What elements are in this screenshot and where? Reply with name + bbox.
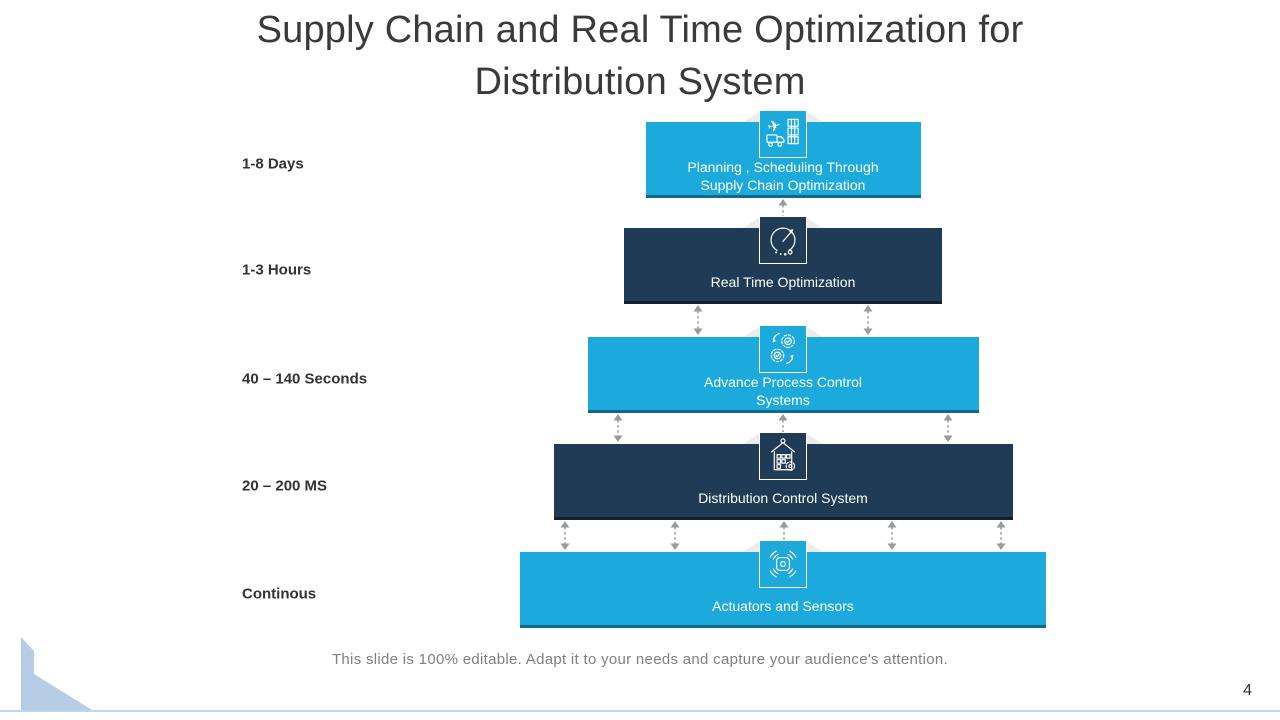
box-label-line: Distribution Control System — [698, 489, 868, 506]
double-arrow-icon — [996, 521, 1006, 550]
box-label-real-time-optimization: Real Time Optimization — [624, 273, 942, 291]
box-label-line: Advance Process Control — [704, 373, 862, 390]
page-number: 4 — [1243, 682, 1252, 699]
time-label-distribution-control-system: 20 – 200 MS — [242, 477, 328, 495]
flow-arrow — [886, 521, 898, 555]
flow-arrow — [862, 305, 874, 340]
time-label-planning: 1-8 Days — [242, 155, 304, 173]
flow-arrow — [612, 414, 624, 447]
slide-title-line-2: Distribution System — [474, 61, 806, 103]
peak-decoration — [743, 434, 759, 444]
flow-arrow — [942, 414, 954, 447]
logistics-icon: ✈ — [759, 110, 807, 158]
peak-decoration — [807, 327, 823, 337]
box-label-distribution-control-system: Distribution Control System — [554, 489, 1013, 507]
double-arrow-icon — [613, 414, 623, 442]
double-arrow-icon — [693, 305, 703, 335]
corner-decoration — [21, 637, 92, 710]
flow-arrow — [559, 521, 571, 555]
flow-arrow — [692, 305, 704, 340]
double-arrow-icon — [670, 521, 680, 550]
corner-shape — [21, 637, 92, 710]
peak-decoration — [743, 327, 759, 337]
box-label-line: Supply Chain Optimization — [700, 176, 866, 193]
box-label-actuators-sensors: Actuators and Sensors — [520, 597, 1046, 615]
peak-decoration — [807, 112, 823, 122]
double-arrow-icon — [863, 305, 873, 335]
peak-decoration — [807, 218, 823, 228]
gauge-icon — [759, 216, 807, 264]
peak-decoration — [807, 542, 823, 552]
box-label-line: Planning , Scheduling Through — [687, 158, 879, 175]
time-label-actuators-sensors: Continous — [242, 585, 317, 603]
double-arrow-icon — [887, 521, 897, 550]
peak-decoration — [743, 218, 759, 228]
time-label-real-time-optimization: 1-3 Hours — [242, 261, 312, 279]
box-label-line: Real Time Optimization — [710, 273, 856, 290]
double-arrow-icon — [560, 521, 570, 550]
building-icon — [759, 432, 807, 480]
double-arrow-icon — [943, 414, 953, 442]
box-label-line: Systems — [756, 391, 810, 408]
sensor-icon — [759, 540, 807, 588]
peak-decoration — [743, 112, 759, 122]
box-label-line: Actuators and Sensors — [712, 597, 854, 614]
time-label-advance-process-control: 40 – 140 Seconds — [242, 370, 368, 388]
slide-title: Supply Chain and Real Time Optimization … — [0, 4, 1280, 108]
gears-icon — [759, 325, 807, 373]
footer-note: This slide is 100% editable. Adapt it to… — [331, 651, 949, 668]
peak-decoration — [743, 542, 759, 552]
peak-decoration — [807, 434, 823, 444]
level-box-real-time-optimization: Real Time Optimization — [624, 228, 942, 304]
svg-text:✈: ✈ — [766, 117, 782, 136]
bottom-border-line — [0, 710, 1280, 712]
slide-title-line-1: Supply Chain and Real Time Optimization … — [256, 9, 1024, 51]
flow-arrow — [995, 521, 1007, 555]
flow-arrow — [669, 521, 681, 555]
